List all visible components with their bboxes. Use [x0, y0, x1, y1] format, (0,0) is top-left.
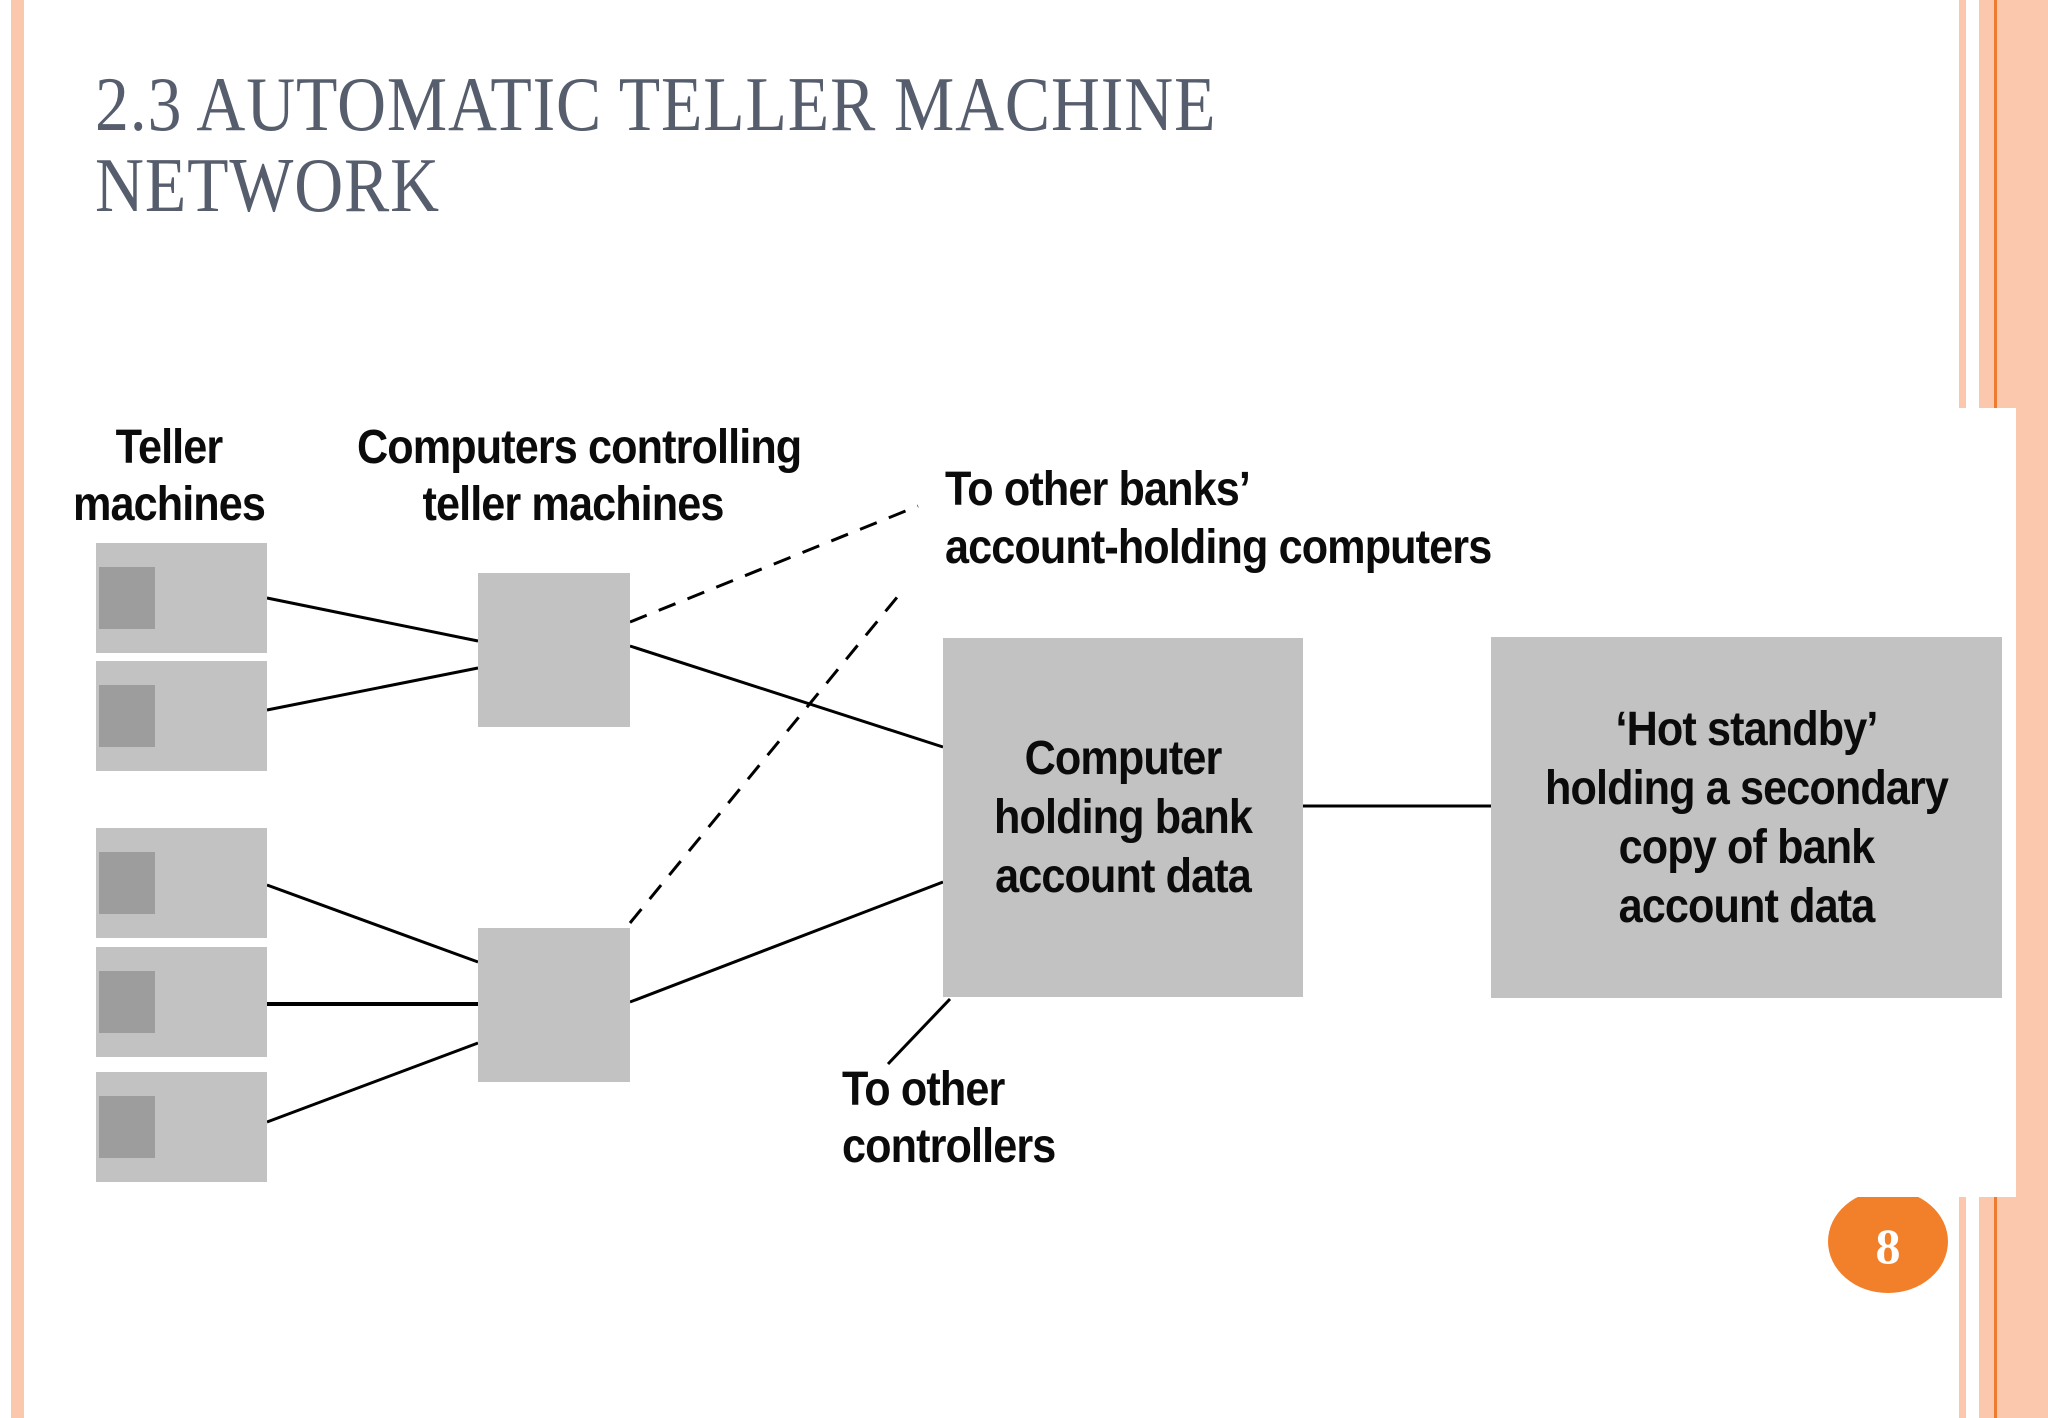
other-controllers-label: To other controllers — [842, 1061, 1056, 1175]
label-line: To other banks’ — [945, 463, 1251, 516]
teller-machine-screen-icon — [99, 1096, 155, 1158]
teller-controller-box — [478, 573, 630, 727]
label-line: copy of bank — [1618, 820, 1876, 874]
hot-standby-box: ‘Hot standby’ holding a secondary copy o… — [1491, 637, 2002, 998]
label-line: Teller — [115, 421, 224, 474]
teller-machines-column-label: Teller machines — [43, 419, 295, 533]
slide-title-line: 2.3 AUTOMATIC TELLER MACHINE — [95, 61, 1217, 147]
wire-central-other-controllers — [886, 997, 952, 1066]
bank-account-computer-box: Computer holding bank account data — [943, 638, 1303, 997]
label-line: teller machines — [422, 478, 724, 531]
teller-machine-box — [96, 1072, 267, 1182]
other-banks-label: To other banks’ account-holding computer… — [945, 461, 1492, 577]
teller-machine-screen-icon — [99, 971, 155, 1033]
bank-account-computer-label: Computer holding bank account data — [961, 638, 1285, 997]
page-number: 8 — [1875, 1217, 1901, 1274]
teller-machine-box — [96, 947, 267, 1057]
hot-standby-label: ‘Hot standby’ holding a secondary copy o… — [1517, 637, 1977, 998]
wire-teller3-controller2 — [266, 883, 479, 964]
wire-controller2-other-banks — [628, 589, 905, 924]
slide-title: 2.3 AUTOMATIC TELLER MACHINE NETWORK — [95, 64, 1216, 226]
teller-machine-box — [96, 828, 267, 938]
slide-title-line: NETWORK — [95, 142, 440, 228]
label-line: Computer — [1024, 732, 1223, 785]
label-line: ‘Hot standby’ — [1615, 702, 1879, 756]
label-line: Computers controlling — [357, 421, 802, 474]
teller-controller-box — [478, 928, 630, 1082]
label-line: controllers — [842, 1120, 1056, 1173]
label-line: holding bank — [994, 791, 1253, 844]
wire-controller2-central — [629, 880, 944, 1004]
wire-controller1-central — [629, 644, 944, 749]
left-border-stripe — [11, 0, 24, 1418]
label-line: account data — [1618, 879, 1876, 933]
teller-machine-screen-icon — [99, 852, 155, 914]
wire-teller1-controller1 — [266, 596, 479, 643]
right-border-stripe-outer — [2016, 0, 2048, 1418]
label-line: account-holding computers — [945, 521, 1492, 574]
controllers-column-label: Computers controlling teller machines — [357, 419, 802, 533]
label-line: To other — [842, 1063, 1005, 1116]
page-number-badge: 8 — [1828, 1190, 1948, 1293]
teller-machine-box — [96, 661, 267, 771]
teller-machine-box — [96, 543, 267, 653]
wire-teller5-controller2 — [266, 1041, 479, 1124]
teller-machine-screen-icon — [99, 685, 155, 747]
wire-teller2-controller1 — [266, 666, 479, 712]
label-line: account data — [995, 850, 1252, 903]
label-line: holding a secondary — [1544, 761, 1949, 815]
label-line: machines — [72, 478, 266, 531]
teller-machine-screen-icon — [99, 567, 155, 629]
